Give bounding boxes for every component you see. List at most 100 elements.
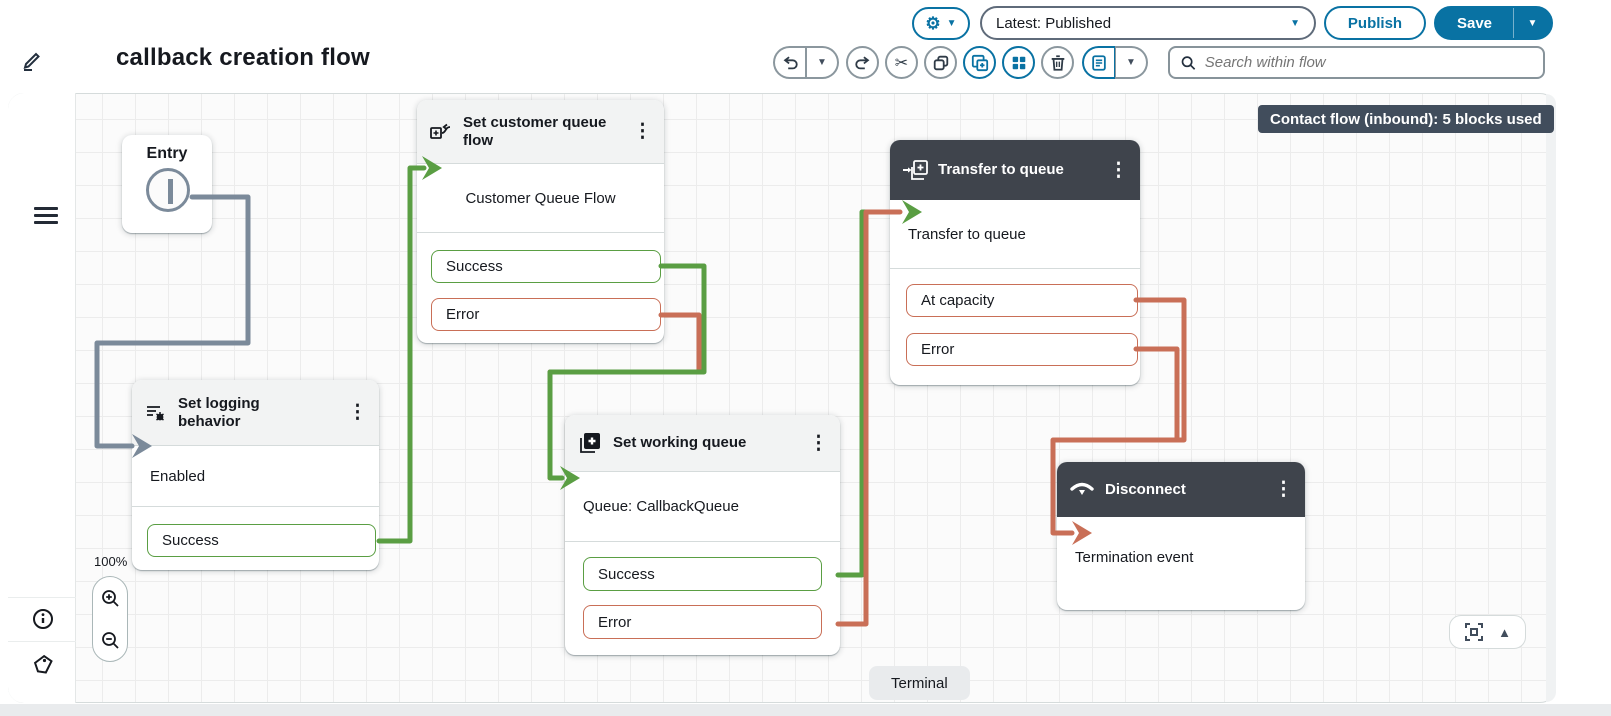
annotations-menu-button[interactable]: ▼ [1115, 46, 1148, 79]
title-row: callback creation flow [0, 36, 760, 86]
block-detail: Transfer to queue [908, 226, 1026, 243]
block-menu-button[interactable]: ⋮ [809, 432, 828, 454]
branch-at-capacity[interactable]: At capacity [906, 284, 1138, 317]
terminal-tab[interactable]: Terminal [869, 666, 970, 700]
block-title: Transfer to queue [938, 161, 1064, 178]
disconnect-icon [1070, 482, 1094, 495]
block-header[interactable]: Transfer to queue ⋮ [890, 140, 1140, 200]
save-button[interactable]: Save [1456, 14, 1493, 32]
logging-behavior-icon [147, 405, 164, 421]
branch-label: Success [446, 258, 503, 275]
transfer-queue-icon [903, 160, 928, 180]
branch-error[interactable]: Error [431, 298, 661, 331]
fit-to-screen-icon[interactable] [1464, 622, 1484, 642]
sidebar-divider [8, 597, 76, 598]
pencil-icon[interactable] [20, 48, 44, 72]
flow-type-badge: Contact flow (inbound): 5 blocks used [1258, 105, 1554, 133]
zoom-in-icon[interactable] [100, 588, 120, 608]
zoom-controls [92, 576, 128, 662]
version-selector[interactable]: Latest: Published ▼ [980, 6, 1316, 40]
block-title: Set customer queue flow [463, 113, 607, 149]
block-menu-button[interactable]: ⋮ [348, 402, 367, 423]
block-divider [565, 541, 840, 542]
canvas-sidebar [8, 93, 76, 703]
block-entry[interactable]: Entry [122, 135, 212, 233]
block-detail: Customer Queue Flow [465, 190, 616, 207]
grid-icon [1012, 56, 1025, 69]
branch-label: Error [921, 341, 955, 358]
annotations-button[interactable] [1082, 46, 1115, 79]
branch-error[interactable]: Error [906, 333, 1138, 366]
block-set-working-queue[interactable]: Set working queue ⋮ Queue: CallbackQueue… [565, 415, 840, 655]
undo-button[interactable] [773, 46, 806, 79]
block-detail: Enabled [150, 468, 206, 485]
sidebar-divider [8, 641, 76, 642]
block-menu-button[interactable]: ⋮ [1274, 479, 1293, 500]
branch-error[interactable]: Error [583, 605, 822, 639]
redo-icon [854, 55, 869, 69]
menu-icon[interactable] [34, 203, 58, 224]
block-detail: Termination event [1075, 549, 1194, 566]
search-input[interactable] [1204, 54, 1533, 71]
block-title: Set logging behavior [178, 394, 260, 430]
info-icon[interactable] [32, 608, 54, 630]
flow-search [1168, 46, 1545, 79]
block-menu-button[interactable]: ⋮ [633, 121, 652, 142]
save-menu-button[interactable]: ▼ [1513, 8, 1551, 38]
block-set-customer-queue-flow[interactable]: Set customer queue flow ⋮ Customer Queue… [417, 100, 664, 343]
branch-label: At capacity [921, 292, 995, 309]
canvas-scrollbar[interactable] [1546, 94, 1556, 702]
block-transfer-to-queue[interactable]: Transfer to queue ⋮ Transfer to queue At… [890, 140, 1140, 385]
block-header[interactable]: Disconnect ⋮ [1057, 462, 1305, 517]
redo-button[interactable] [846, 46, 879, 79]
branch-label: Error [598, 613, 632, 631]
page-title: callback creation flow [116, 44, 370, 71]
undo-menu-button[interactable]: ▼ [806, 46, 839, 79]
paste-add-icon [971, 54, 988, 71]
branch-label: Success [598, 565, 655, 583]
block-header[interactable]: Set working queue ⋮ [565, 415, 840, 472]
block-divider [132, 506, 379, 507]
block-title: Entry [146, 145, 188, 162]
branch-success[interactable]: Success [147, 524, 376, 557]
note-icon [1092, 54, 1106, 71]
block-disconnect[interactable]: Disconnect ⋮ Termination event [1057, 462, 1305, 610]
undo-button-group: ▼ [773, 46, 839, 79]
customer-queue-flow-icon [430, 123, 451, 139]
entry-port[interactable] [146, 168, 190, 212]
zoom-out-icon[interactable] [100, 630, 120, 650]
save-split-button: Save ▼ [1434, 6, 1553, 40]
caret-down-icon: ▼ [817, 57, 827, 68]
collapse-panel-icon[interactable]: ▲ [1498, 624, 1511, 640]
caret-down-icon: ▼ [1290, 17, 1300, 29]
caret-down-icon: ▼ [946, 18, 957, 29]
tag-icon[interactable] [32, 653, 54, 675]
copy-icon [933, 55, 948, 70]
block-header[interactable]: Set customer queue flow ⋮ [417, 100, 664, 164]
working-queue-icon [580, 433, 600, 453]
block-title: Disconnect [1105, 480, 1186, 498]
branch-success[interactable]: Success [583, 557, 822, 591]
paste-block-button[interactable] [963, 46, 996, 79]
zoom-level-label: 100% [94, 554, 128, 569]
copy-button[interactable] [924, 46, 957, 79]
caret-down-icon: ▼ [1527, 17, 1538, 29]
publish-button[interactable]: Publish [1324, 6, 1426, 40]
branch-label: Success [162, 532, 219, 549]
redacted-title-prefix [55, 38, 113, 84]
block-set-logging-behavior[interactable]: Set logging behavior ⋮ Enabled Success [132, 380, 379, 570]
settings-button[interactable]: ⚙ ▼ [912, 7, 970, 40]
publish-label: Publish [1347, 14, 1403, 32]
cut-button[interactable]: ✂ [885, 46, 918, 79]
annotations-button-group: ▼ [1082, 46, 1148, 79]
search-icon [1181, 55, 1196, 70]
delete-button[interactable] [1041, 46, 1074, 79]
undo-icon [783, 55, 798, 69]
block-detail: Queue: CallbackQueue [583, 498, 739, 515]
entry-port-bar [168, 179, 173, 204]
trash-icon [1051, 54, 1064, 71]
branch-success[interactable]: Success [431, 250, 661, 283]
block-menu-button[interactable]: ⋮ [1109, 159, 1128, 181]
block-header[interactable]: Set logging behavior ⋮ [132, 380, 379, 446]
blocks-library-button[interactable] [1002, 46, 1035, 79]
